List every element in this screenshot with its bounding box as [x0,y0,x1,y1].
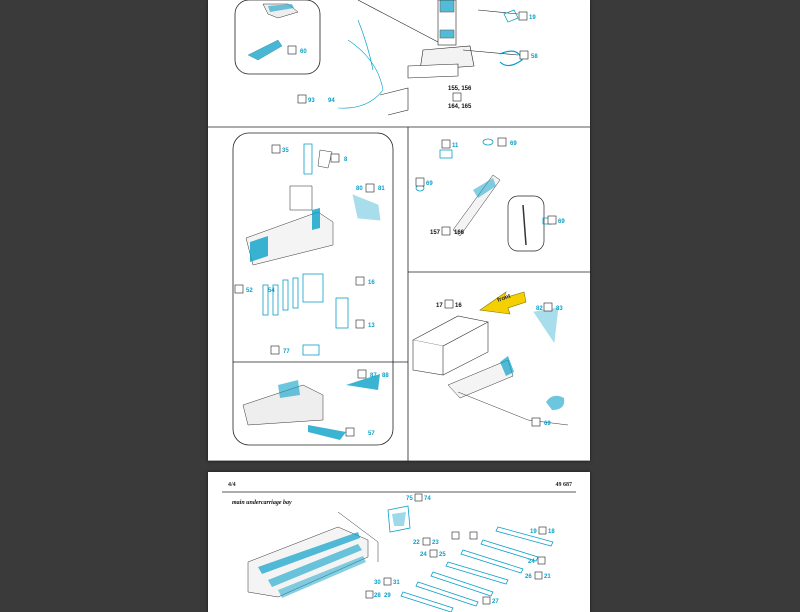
callout-54-label: 54 [268,288,275,294]
callout-88-label: 88 [382,373,389,379]
right-top-callouts: 11 69 69 157 166 69 [415,137,565,236]
callout-23-label: 23 [432,540,439,546]
strut-label-b: 164, 165 [448,104,472,110]
callout-93-94: 93 94 [297,94,335,104]
callout-83-label: 83 [556,306,563,312]
callout-87-label: 87 [370,373,377,379]
bay-front-detail [412,307,569,426]
callout-11-label: 11 [452,143,459,149]
front-arrow: front [479,291,527,315]
callout-60-label: 60 [300,49,307,55]
strut-arm-detail [415,138,552,252]
callout-52-label: 52 [246,288,253,294]
left-callouts: 35 8 80 81 52 54 16 13 77 87 88 57 [234,144,389,437]
callout-94-label: 94 [328,98,335,104]
callout-58-label: 58 [531,54,538,60]
callout-35-label: 35 [282,148,289,154]
callout-93-label: 93 [308,98,315,104]
callout-26-label: 26 [525,574,532,580]
callout-28-label: 28 [374,593,381,599]
right-bottom-callouts: 17 16 82 83 69 [436,299,563,427]
callout-58: 58 [519,50,538,60]
mirror-part [499,50,523,67]
strut-label-a: 155, 156 [448,86,472,92]
kit-number: 49 687 [555,482,573,488]
callout-69d-label: 69 [544,421,551,427]
callout-27-label: 27 [492,599,499,605]
callout-69b-label: 69 [426,181,433,187]
callout-24b-label: 24 [528,559,535,565]
callout-19: 19 [518,11,536,21]
page-2-diagram: 75 74 19 18 22 23 24 25 24 26 21 30 31 2… [222,491,576,612]
callout-75-label: 75 [406,496,413,502]
callout-16b-label: 16 [455,303,462,309]
callout-19-p2-label: 19 [530,529,537,535]
callout-82-label: 82 [536,306,543,312]
callout-13-label: 13 [368,323,375,329]
callout-77-label: 77 [283,349,290,355]
page2-callouts: 75 74 19 18 22 23 24 25 24 26 21 30 31 2… [365,493,555,605]
instruction-page-3: 19 58 60 93 94 155, 156 164, 165 [208,0,590,462]
callout-30-label: 30 [374,580,381,586]
undercarriage-bay [247,505,411,598]
left-detail-box [232,132,408,446]
part-strips [400,526,554,612]
callout-157-label: 157 [430,230,441,236]
instruction-page-4: 4/4 49 687 main undercarriage bay 75 [208,472,590,612]
top-detail-box [234,0,321,75]
front-arrow-label: front [497,294,512,304]
callout-166-label: 166 [454,230,465,236]
page-number: 4/4 [228,482,236,488]
callout-81-label: 81 [378,186,385,192]
callout-69a-label: 69 [510,141,517,147]
callout-31-label: 31 [393,580,400,586]
landing-gear-strut [337,0,519,116]
callout-19-label: 19 [529,15,536,21]
callout-57-label: 57 [368,431,375,437]
callout-22-label: 22 [413,540,420,546]
callout-74-label: 74 [424,496,431,502]
callout-8-label: 8 [344,157,348,163]
callout-60: 60 [287,45,307,55]
page-1-diagram: 19 58 60 93 94 155, 156 164, 165 [208,0,590,462]
callout-21-label: 21 [544,574,551,580]
callout-29-label: 29 [384,593,391,599]
callout-25-label: 25 [439,552,446,558]
callout-24-label: 24 [420,552,427,558]
callout-17-label: 17 [436,303,443,309]
callout-16-label: 16 [368,280,375,286]
section-title: main undercarriage bay [232,500,292,506]
callout-69c-label: 69 [558,219,565,225]
callout-80-label: 80 [356,186,363,192]
callout-18-label: 18 [548,529,555,535]
